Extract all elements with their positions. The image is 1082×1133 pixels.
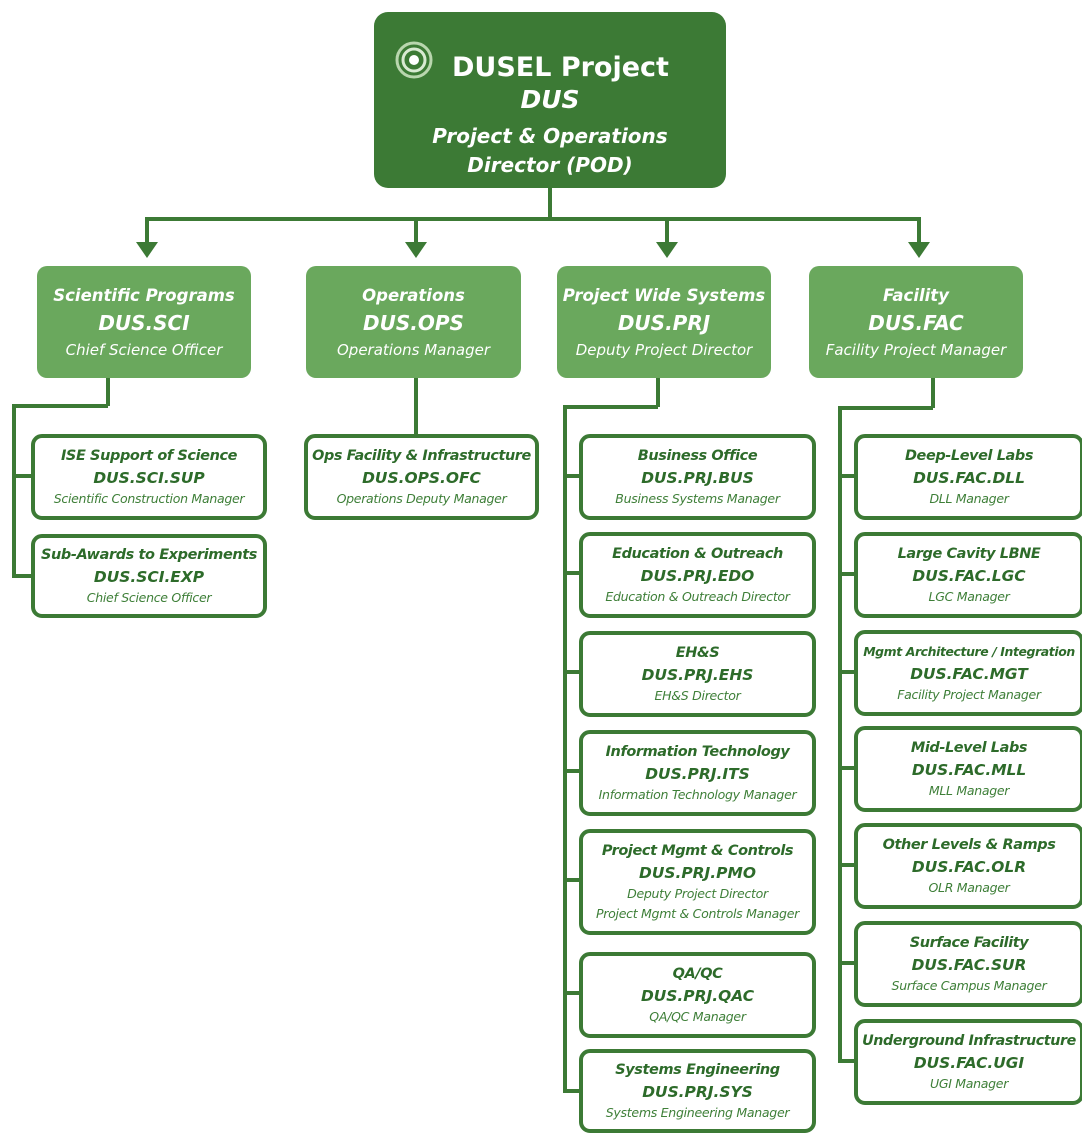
sub-box-prj-qac: QA/QC DUS.PRJ.QAC QA/QC Manager [579,952,816,1038]
sub-box-fac-dll: Deep-Level Labs DUS.FAC.DLL DLL Manager [854,434,1082,520]
division-code: DUS.FAC [868,311,964,335]
division-name: Operations [362,286,465,305]
division-name: Facility [883,286,949,305]
sub-box-fac-mll: Mid-Level Labs DUS.FAC.MLL MLL Manager [854,726,1082,812]
division-operations: Operations DUS.OPS Operations Manager [306,266,521,378]
project-title: DUSEL Project [452,52,669,83]
sub-box-prj-bus: Business Office DUS.PRJ.BUS Business Sys… [579,434,816,520]
down-arrow-icon [908,242,930,258]
sub-box-fac-sur: Surface Facility DUS.FAC.SUR Surface Cam… [854,921,1082,1007]
sub-box-fac-mgt: Mgmt Architecture / Integration DUS.FAC.… [854,630,1082,716]
sub-box-prj-edo: Education & Outreach DUS.PRJ.EDO Educati… [579,532,816,618]
sub-box-prj-its: Information Technology DUS.PRJ.ITS Infor… [579,730,816,816]
director-box: DUSEL Project DUS Project & Operations D… [374,12,726,188]
division-scientific-programs: Scientific Programs DUS.SCI Chief Scienc… [37,266,251,378]
division-role: Facility Project Manager [825,341,1007,359]
division-project-wide-systems: Project Wide Systems DUS.PRJ Deputy Proj… [557,266,771,378]
down-arrow-icon [656,242,678,258]
division-role: Operations Manager [337,341,490,359]
division-role: Chief Science Officer [65,341,223,359]
down-arrow-icon [136,242,158,258]
sub-box-ops-ofc: Ops Facility & Infrastructure DUS.OPS.OF… [304,434,539,520]
sub-box-fac-lgc: Large Cavity LBNE DUS.FAC.LGC LGC Manage… [854,532,1082,618]
director-role: Project & Operations Director (POD) [432,124,668,177]
sub-box-prj-ehs: EH&S DUS.PRJ.EHS EH&S Director [579,631,816,717]
division-role: Deputy Project Director [575,341,753,359]
down-arrow-icon [405,242,427,258]
sub-box-sci-exp: Sub-Awards to Experiments DUS.SCI.EXP Ch… [31,534,267,618]
sub-box-fac-ugi: Underground Infrastructure DUS.FAC.UGI U… [854,1019,1082,1105]
division-code: DUS.OPS [363,311,464,335]
division-facility: Facility DUS.FAC Facility Project Manage… [809,266,1023,378]
project-code: DUS [520,85,580,114]
sub-box-fac-olr: Other Levels & Ramps DUS.FAC.OLR OLR Man… [854,823,1082,909]
division-name: Project Wide Systems [562,286,766,305]
dusel-spiral-logo-icon [395,41,433,79]
sub-box-sci-sup: ISE Support of Science DUS.SCI.SUP Scien… [31,434,267,520]
division-code: DUS.SCI [98,311,190,335]
division-code: DUS.PRJ [617,311,711,335]
sub-box-prj-pmo: Project Mgmt & Controls DUS.PRJ.PMO Depu… [579,829,816,935]
division-name: Scientific Programs [53,286,235,305]
sub-box-prj-sys: Systems Engineering DUS.PRJ.SYS Systems … [579,1049,816,1133]
